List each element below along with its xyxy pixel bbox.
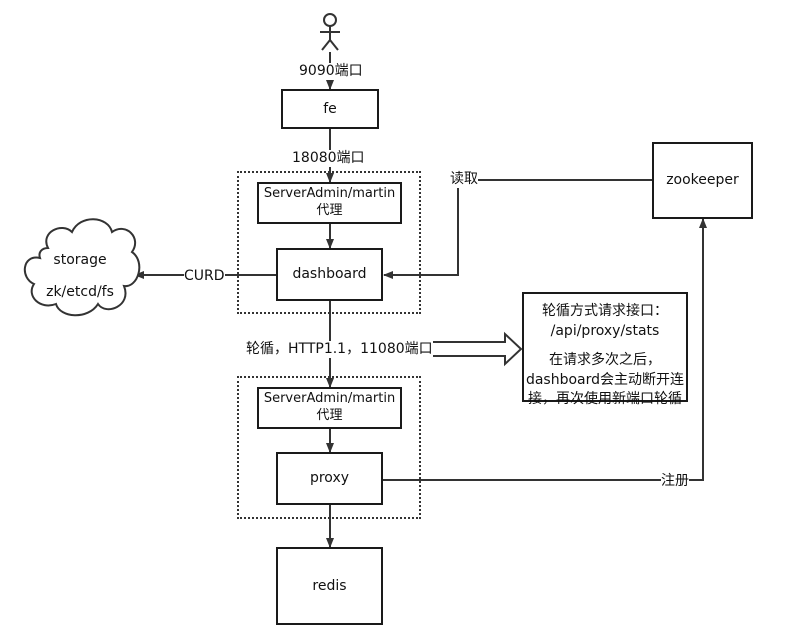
edge-proxy-zk [383,218,707,481]
edge-zk-dashboard [383,179,652,279]
redis-node: redis [276,547,383,625]
edge-label-9090: 9090端口 [299,63,363,80]
note-line-4: dashboard会主动断开连 [525,371,685,388]
polling-note: 轮循方式请求接口： /api/proxy/stats 在请求多次之后， dash… [522,292,688,407]
zookeeper-label: zookeeper [666,172,739,189]
fe-label: fe [323,100,337,117]
note-line-5: 接，再次使用新端口轮循 [528,391,682,408]
fe-node: fe [281,89,379,129]
note-line-3: 在请求多次之后， [549,352,661,369]
admin-proxy-top-node: ServerAdmin/martin 代理 [257,182,402,224]
admin-proxy-bottom-label: ServerAdmin/martin 代理 [263,391,396,423]
storage-cloud [24,218,141,317]
user-actor-icon [320,13,340,51]
note-line-2: /api/proxy/stats [550,322,660,339]
edge-label-curd: CURD [184,268,225,285]
edge-label-register: 注册 [661,473,689,490]
redis-label: redis [312,577,347,594]
zookeeper-node: zookeeper [652,142,753,219]
note-line-1: 轮循方式请求接口： [542,303,668,319]
edge-label-polling: 轮循，HTTP1.1，11080端口 [246,341,433,358]
storage-subtitle: zk/etcd/fs [46,284,114,300]
admin-group-bottom [237,376,421,519]
dashboard-label: dashboard [292,266,367,283]
admin-proxy-top-label: ServerAdmin/martin 代理 [263,186,396,218]
dashboard-node: dashboard [276,248,383,301]
proxy-label: proxy [309,470,350,487]
block-arrow [419,331,523,367]
storage-title: storage [53,252,107,268]
proxy-node: proxy [276,452,383,505]
edge-label-read: 读取 [450,171,478,188]
admin-group-top [237,171,421,314]
admin-proxy-bottom-node: ServerAdmin/martin 代理 [257,387,402,429]
edge-label-18080: 18080端口 [292,150,365,167]
